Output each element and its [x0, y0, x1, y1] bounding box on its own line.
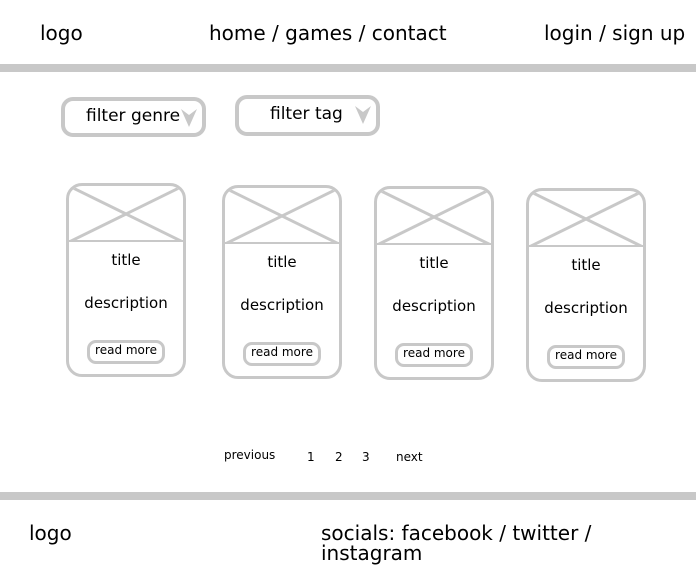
- card-title: title: [111, 251, 141, 269]
- filter-tag-label: filter tag: [270, 104, 343, 124]
- card-description: description: [392, 297, 476, 315]
- page-link-1[interactable]: 1: [307, 450, 315, 464]
- filter-genre-dropdown[interactable]: filter genre: [61, 97, 206, 137]
- card-title: title: [419, 254, 449, 272]
- game-card[interactable]: title description read more: [66, 183, 186, 377]
- card-title: title: [267, 253, 297, 271]
- image-placeholder-icon: [529, 191, 643, 247]
- image-placeholder-icon: [225, 188, 339, 244]
- game-card[interactable]: title description read more: [374, 186, 494, 380]
- filter-genre-label: filter genre: [86, 106, 181, 126]
- previous-page-link[interactable]: previous: [224, 448, 276, 462]
- footer-logo[interactable]: logo: [29, 521, 72, 545]
- read-more-button[interactable]: read more: [243, 342, 321, 366]
- social-links[interactable]: socials: facebook / twitter / instagram: [321, 521, 592, 565]
- next-page-link[interactable]: next: [396, 450, 423, 464]
- page-link-2[interactable]: 2: [335, 450, 343, 464]
- chevron-down-icon: [355, 106, 371, 124]
- chevron-down-icon: [181, 109, 197, 127]
- card-title: title: [571, 256, 601, 274]
- card-description: description: [240, 296, 324, 314]
- read-more-button[interactable]: read more: [395, 343, 473, 367]
- read-more-button[interactable]: read more: [87, 340, 165, 364]
- image-placeholder-icon: [69, 186, 183, 242]
- image-placeholder-icon: [377, 189, 491, 245]
- game-card[interactable]: title description read more: [222, 185, 342, 379]
- header-logo[interactable]: logo: [40, 21, 83, 45]
- page-link-3[interactable]: 3: [362, 450, 370, 464]
- card-description: description: [84, 294, 168, 312]
- footer-divider: [0, 492, 696, 500]
- card-description: description: [544, 299, 628, 317]
- filter-tag-dropdown[interactable]: filter tag: [235, 95, 380, 136]
- read-more-button[interactable]: read more: [547, 345, 625, 369]
- game-card[interactable]: title description read more: [526, 188, 646, 382]
- header-divider: [0, 64, 696, 72]
- main-nav-links[interactable]: home / games / contact: [209, 21, 447, 45]
- login-signup-links[interactable]: login / sign up: [544, 21, 686, 45]
